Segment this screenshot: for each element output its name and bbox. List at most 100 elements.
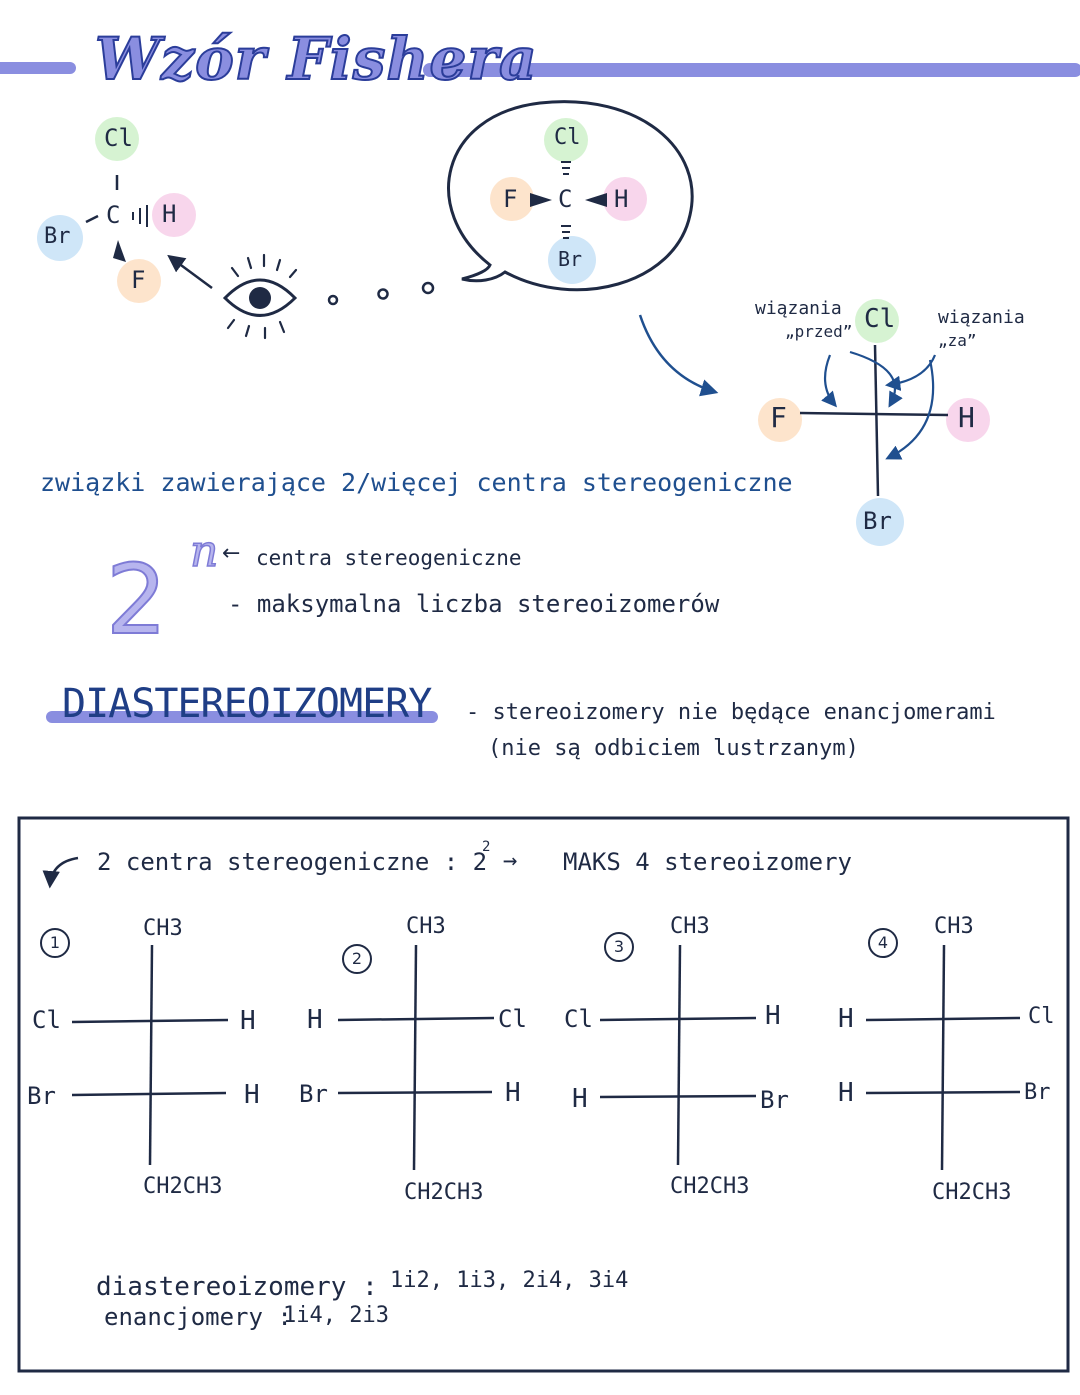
wedge-top-label: Cl [104, 124, 133, 152]
fischer-right-label: H [958, 401, 975, 434]
box-intro-arrow: → [503, 846, 518, 874]
isomer-4-row2-right: Br [1024, 1080, 1051, 1105]
isomer-2-row1-left: H [307, 1005, 323, 1035]
fischer-vertical [873, 344, 880, 497]
isomer-3-lines [599, 944, 757, 1166]
back-arrow-1 [884, 354, 937, 391]
diastereo-heading: DIASTEREOIZOMERY [62, 681, 432, 727]
enantio-pairs-label: enancjomery : [104, 1303, 292, 1331]
isomer-2-top: CH3 [406, 914, 446, 939]
isomer-1-row2-left: Br [27, 1082, 56, 1110]
enantio-pairs-values: 1i4, 2i3 [283, 1303, 389, 1328]
compounds-line: związki zawierające 2/więcej centra ster… [40, 468, 793, 497]
bubble-wedge-right [585, 193, 607, 207]
fischer-br-circle [856, 498, 904, 546]
page-title: Wzór Fishera [94, 25, 538, 93]
cl-bubble [95, 117, 139, 161]
fischer-f-circle [758, 398, 802, 442]
isomer-4-row1-right: Cl [1028, 1004, 1055, 1029]
fischer-bottom-label: Br [863, 507, 892, 535]
eye-icon [222, 253, 298, 340]
bubble-br-circle [548, 236, 596, 284]
thought-bubble [447, 100, 694, 292]
isomer-1-lines [71, 944, 229, 1166]
formula-meaning: - maksymalna liczba stereoizomerów [228, 590, 720, 618]
isomer-3-top: CH3 [670, 914, 710, 939]
diastereo-definition-1: - stereoizomery nie będące enancjomerami [466, 700, 996, 725]
isomer-1-number: 1 [40, 928, 70, 958]
thought-dots [327, 281, 435, 306]
isomer-2-number: 2 [342, 944, 372, 974]
isomer-3-row1-left: Cl [564, 1005, 593, 1033]
formula-exponent: n [189, 526, 219, 577]
back-arrow-2 [885, 359, 935, 460]
bubble-bottom-label: Br [558, 247, 583, 271]
front-arrow-2 [849, 350, 903, 408]
isomer-4-bottom: CH2CH3 [932, 1180, 1012, 1205]
isomer-3-number: 3 [604, 932, 634, 962]
front-bond-label-1: wiązania [755, 298, 842, 319]
bubble-wedge-left [530, 193, 552, 207]
isomer-1-row2-right: H [244, 1080, 260, 1110]
isomer-2-row2-right: H [505, 1078, 521, 1108]
isomer-4-row2-left: H [838, 1078, 854, 1108]
isomer-1-row1-left: Cl [32, 1006, 61, 1034]
curved-arrow [638, 314, 719, 397]
isomers-box [17, 816, 1070, 1373]
fischer-top-label: Cl [864, 304, 896, 334]
formula-base: 2 [105, 544, 168, 656]
fischer-horizontal [799, 411, 949, 417]
hashed-bond [132, 205, 148, 227]
sight-arrow [167, 254, 213, 290]
br-bubble [37, 215, 83, 261]
isomer-4-lines [865, 944, 1021, 1171]
wedge-bond [113, 240, 126, 262]
curl-arrow [42, 856, 79, 889]
bubble-cl-circle [544, 118, 588, 162]
f-bubble [117, 259, 161, 303]
bubble-center-label: C [558, 185, 573, 213]
back-bond-label-2: „za” [938, 331, 977, 350]
wedge-center-label: C [106, 201, 121, 229]
back-bond-label-1: wiązania [938, 307, 1025, 328]
bubble-h-circle [603, 177, 647, 221]
isomer-1-row1-right: H [240, 1006, 256, 1036]
isomer-2-row1-right: Cl [498, 1005, 527, 1033]
isomer-3-row1-right: H [765, 1001, 781, 1031]
fischer-cl-circle [855, 299, 899, 343]
isomer-4-row1-left: H [838, 1004, 854, 1034]
isomer-2-row2-left: Br [299, 1080, 328, 1108]
box-intro-text: 2 centra stereogeniczne : 2 [97, 848, 488, 876]
isomer-3-bottom: CH2CH3 [670, 1174, 750, 1199]
h-bubble [152, 193, 196, 237]
isomer-1-bottom: CH2CH3 [143, 1174, 223, 1199]
box-intro-result: MAKS 4 stereoizomery [563, 848, 852, 876]
isomer-2-lines [337, 944, 495, 1171]
front-arrow-1 [821, 354, 837, 408]
diastereo-pairs-values: 1i2, 1i3, 2i4, 3i4 [390, 1268, 629, 1293]
diastereo-pairs-label: diastereoizomery : [96, 1272, 378, 1302]
box-intro-exponent: 2 [482, 839, 491, 855]
isomer-2-bottom: CH2CH3 [404, 1180, 484, 1205]
front-bond-label-2: „przed” [785, 322, 853, 341]
isomer-4-number: 4 [868, 928, 898, 958]
bubble-f-circle [490, 177, 534, 221]
bond-left [85, 214, 99, 224]
bubble-top-label: Cl [554, 125, 581, 150]
diastereo-definition-2: (nie są odbiciem lustrzanym) [488, 736, 859, 761]
isomer-4-top: CH3 [934, 914, 974, 939]
isomer-1-top: CH3 [143, 916, 183, 941]
bubble-left-label: F [503, 185, 518, 213]
fischer-h-circle [946, 398, 990, 442]
exponent-arrow: ← [222, 541, 241, 566]
isomer-3-row2-right: Br [760, 1086, 789, 1114]
bubble-right-label: H [614, 185, 629, 213]
wedge-bottom-label: F [131, 266, 146, 294]
wedge-left-label: Br [44, 224, 71, 249]
isomer-3-row2-left: H [572, 1084, 588, 1114]
exponent-note: centra stereogeniczne [256, 546, 522, 570]
wedge-right-label: H [162, 200, 177, 228]
bubble-hashed-bonds [561, 161, 571, 239]
fischer-left-label: F [770, 401, 787, 434]
